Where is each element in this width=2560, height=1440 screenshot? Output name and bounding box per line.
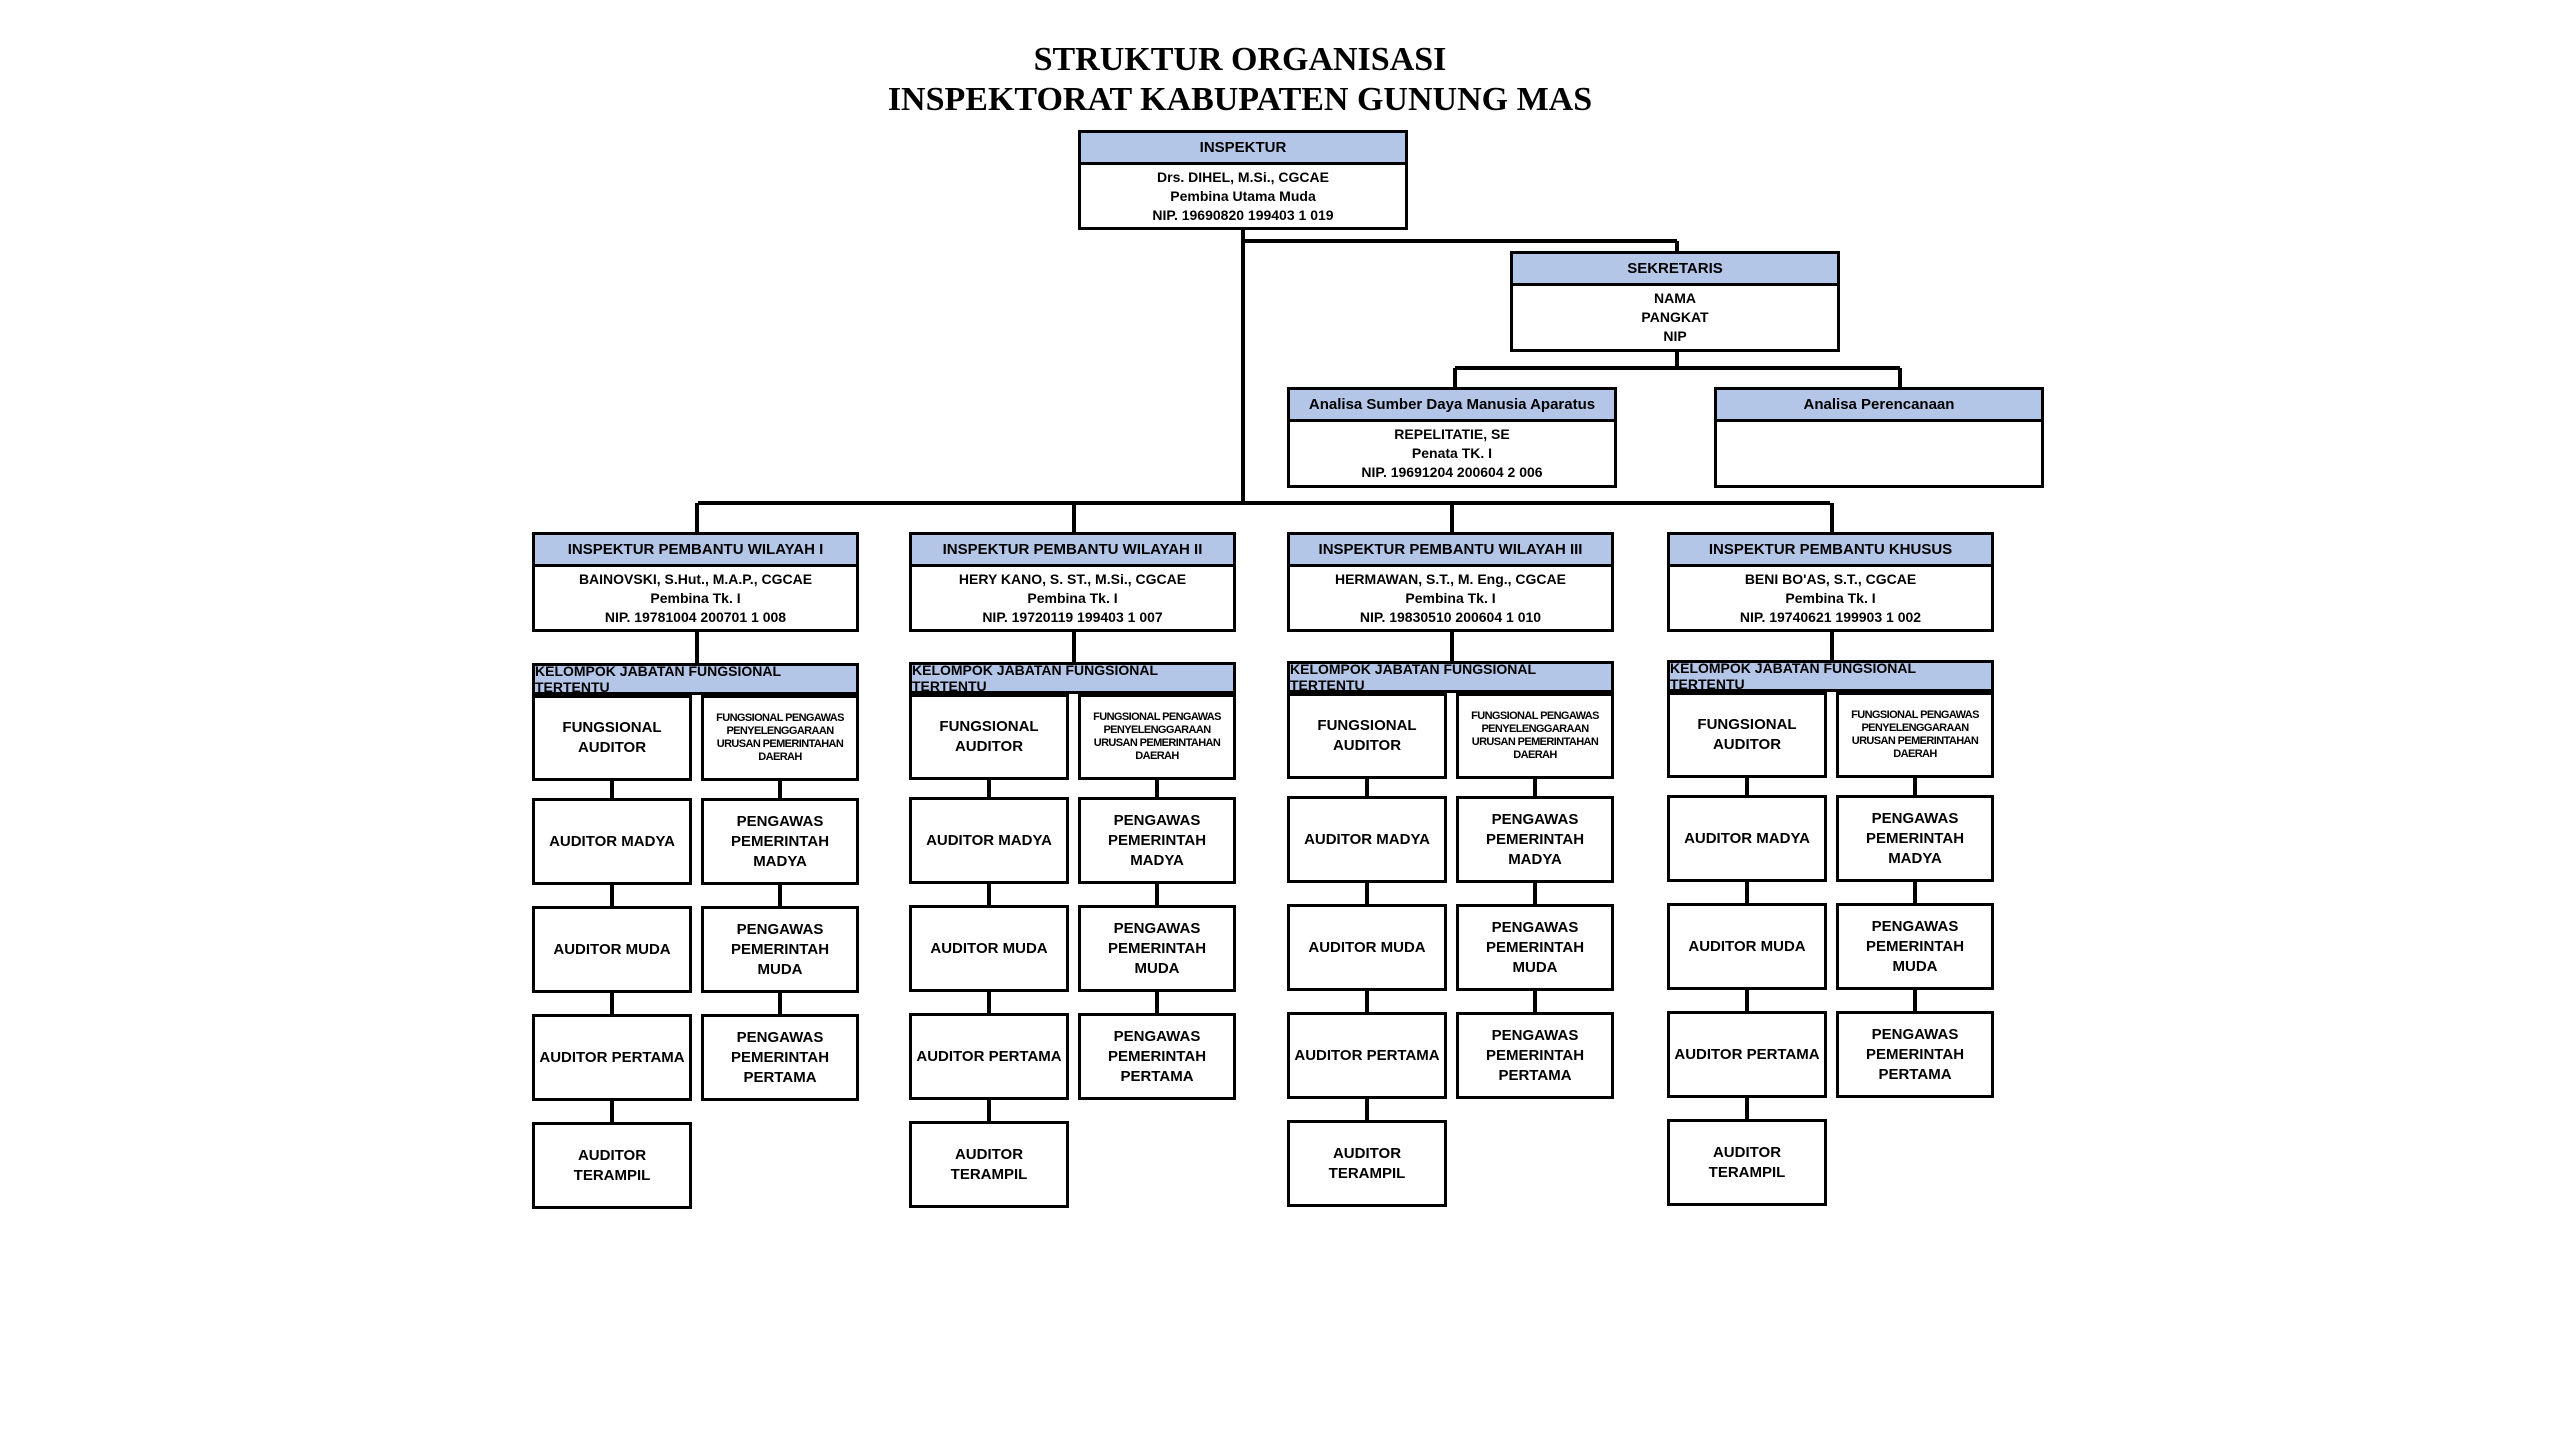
- chart-title-line1: STRUKTUR ORGANISASI: [1033, 41, 1447, 78]
- fungsional-auditor-cell: FUNGSIONAL AUDITOR: [909, 694, 1069, 780]
- inspektur-header: INSPEKTUR: [1081, 133, 1405, 165]
- auditor-rank-cell: AUDITOR TERAMPIL: [1287, 1120, 1447, 1207]
- auditor-rank-cell: AUDITOR MUDA: [909, 905, 1069, 992]
- auditor-rank-cell: AUDITOR PERTAMA: [909, 1013, 1069, 1100]
- analisa-sdm-nip: NIP. 19691204 200604 2 006: [1361, 464, 1543, 480]
- kelompok-header: KELOMPOK JABATAN FUNGSIONAL TERTENTU: [1287, 661, 1614, 693]
- fungsional-auditor-cell: FUNGSIONAL AUDITOR: [1667, 692, 1827, 778]
- pengawas-rank-cell: PENGAWAS PEMERINTAH MUDA: [701, 906, 859, 993]
- sekretaris-nip: NIP: [1663, 328, 1687, 344]
- auditor-rank-cell: AUDITOR TERAMPIL: [532, 1122, 692, 1209]
- analisa-sdm-box: Analisa Sumber Daya Manusia Aparatus REP…: [1287, 387, 1617, 488]
- inspektur-pembantu-name: HERY KANO, S. ST., M.Si., CGCAE: [958, 570, 1187, 587]
- chart-title-line2: INSPEKTORAT KABUPATEN GUNUNG MAS: [887, 81, 1593, 118]
- auditor-rank-cell: AUDITOR PERTAMA: [1667, 1011, 1827, 1098]
- inspektur-pembantu-body: HERY KANO, S. ST., M.Si., CGCAE Pembina T…: [912, 567, 1233, 629]
- auditor-rank-cell: AUDITOR MUDA: [532, 906, 692, 993]
- inspektur-pembantu-rank: Pembina Tk. I: [650, 589, 741, 606]
- auditor-rank-cell: AUDITOR MADYA: [909, 797, 1069, 884]
- auditor-rank-cell: AUDITOR MADYA: [532, 798, 692, 885]
- auditor-rank-cell: AUDITOR TERAMPIL: [909, 1121, 1069, 1208]
- auditor-rank-cell: AUDITOR MUDA: [1667, 903, 1827, 990]
- pengawas-rank-cell: PENGAWAS PEMERINTAH MUDA: [1456, 904, 1614, 991]
- fungsional-auditor-cell: FUNGSIONAL AUDITOR: [532, 695, 692, 781]
- inspektur-pembantu-nip: NIP. 19720119 199403 1 007: [982, 608, 1163, 625]
- pengawas-rank-cell: PENGAWAS PEMERINTAH MADYA: [701, 798, 859, 885]
- kelompok-header: KELOMPOK JABATAN FUNGSIONAL TERTENTU: [1667, 660, 1994, 692]
- pengawas-rank-cell: PENGAWAS PEMERINTAH MADYA: [1078, 797, 1236, 884]
- pengawas-rank-cell: PENGAWAS PEMERINTAH MUDA: [1078, 905, 1236, 992]
- pengawas-rank-cell: PENGAWAS PEMERINTAH MUDA: [1836, 903, 1994, 990]
- inspektur-nip: NIP. 19690820 199403 1 019: [1152, 206, 1334, 223]
- auditor-rank-cell: AUDITOR MUDA: [1287, 904, 1447, 991]
- analisa-perencanaan-box: Analisa Perencanaan: [1714, 387, 2044, 488]
- inspektur-pembantu-name: BENI BO'AS, S.T., CGCAE: [1744, 570, 1917, 587]
- inspektur-pembantu-body: BAINOVSKI, S.Hut., M.A.P., CGCAE Pembina …: [535, 567, 856, 629]
- pengawas-rank-cell: PENGAWAS PEMERINTAH MADYA: [1456, 796, 1614, 883]
- inspektur-pembantu-name: BAINOVSKI, S.Hut., M.A.P., CGCAE: [578, 570, 813, 587]
- inspektur-pembantu-header: INSPEKTUR PEMBANTU WILAYAH I: [535, 535, 856, 567]
- inspektur-pembantu-nip: NIP. 19830510 200604 1 010: [1359, 608, 1542, 625]
- inspektur-pembantu-body: BENI BO'AS, S.T., CGCAE Pembina Tk. I NIP.…: [1670, 567, 1991, 629]
- inspektur-pembantu-rank: Pembina Tk. I: [1785, 589, 1876, 606]
- auditor-rank-cell: AUDITOR PERTAMA: [1287, 1012, 1447, 1099]
- kelompok-header: KELOMPOK JABATAN FUNGSIONAL TERTENTU: [532, 663, 859, 695]
- fungsional-pengawas-cell: FUNGSIONAL PENGAWAS PENYELENGGARAAN URUS…: [701, 695, 859, 781]
- auditor-rank-cell: AUDITOR TERAMPIL: [1667, 1119, 1827, 1206]
- inspektur-pembantu-rank: Pembina Tk. I: [1405, 589, 1496, 606]
- pengawas-rank-cell: PENGAWAS PEMERINTAH PERTAMA: [1078, 1013, 1236, 1100]
- auditor-rank-cell: AUDITOR MADYA: [1287, 796, 1447, 883]
- analisa-sdm-header: Analisa Sumber Daya Manusia Aparatus: [1290, 390, 1614, 422]
- fungsional-pengawas-cell: FUNGSIONAL PENGAWAS PENYELENGGARAAN URUS…: [1456, 693, 1614, 779]
- sekretaris-rank: PANGKAT: [1641, 309, 1709, 325]
- analisa-perencanaan-header: Analisa Perencanaan: [1717, 390, 2041, 422]
- inspektur-rank: Pembina Utama Muda: [1170, 187, 1316, 204]
- fungsional-pengawas-cell: FUNGSIONAL PENGAWAS PENYELENGGARAAN URUS…: [1836, 692, 1994, 778]
- auditor-rank-cell: AUDITOR PERTAMA: [532, 1014, 692, 1101]
- inspektur-pembantu-rank: Pembina Tk. I: [1027, 589, 1118, 606]
- inspektur-pembantu-header: INSPEKTUR PEMBANTU KHUSUS: [1670, 535, 1991, 567]
- analisa-sdm-rank: Penata TK. I: [1411, 445, 1493, 461]
- pengawas-rank-cell: PENGAWAS PEMERINTAH PERTAMA: [701, 1014, 859, 1101]
- inspektur-pembantu-nip: NIP. 19740621 199903 1 002: [1739, 608, 1922, 625]
- inspektur-pembantu-name: HERMAWAN, S.T., M. Eng., CGCAE: [1334, 570, 1566, 587]
- kelompok-header: KELOMPOK JABATAN FUNGSIONAL TERTENTU: [909, 662, 1236, 694]
- sekretaris-box: SEKRETARIS NAMA PANGKAT NIP: [1510, 251, 1840, 352]
- auditor-rank-cell: AUDITOR MADYA: [1667, 795, 1827, 882]
- pengawas-rank-cell: PENGAWAS PEMERINTAH PERTAMA: [1456, 1012, 1614, 1099]
- inspektur-pembantu-header: INSPEKTUR PEMBANTU WILAYAH II: [912, 535, 1233, 567]
- analisa-sdm-name: REPELITATIE, SE: [1394, 426, 1510, 442]
- pengawas-rank-cell: PENGAWAS PEMERINTAH PERTAMA: [1836, 1011, 1994, 1098]
- inspektur-pembantu-header: INSPEKTUR PEMBANTU WILAYAH III: [1290, 535, 1611, 567]
- pengawas-rank-cell: PENGAWAS PEMERINTAH MADYA: [1836, 795, 1994, 882]
- inspektur-pembantu-nip: NIP. 19781004 200701 1 008: [604, 608, 787, 625]
- sekretaris-name: NAMA: [1654, 290, 1696, 306]
- inspektur-box: INSPEKTUR Drs. DIHEL, M.Si., CGCAE Pembi…: [1078, 130, 1408, 230]
- inspektur-pembantu-body: HERMAWAN, S.T., M. Eng., CGCAE Pembina Tk…: [1290, 567, 1611, 629]
- fungsional-pengawas-cell: FUNGSIONAL PENGAWAS PENYELENGGARAAN URUS…: [1078, 694, 1236, 780]
- inspektur-name: Drs. DIHEL, M.Si., CGCAE: [1157, 168, 1329, 185]
- sekretaris-header: SEKRETARIS: [1513, 254, 1837, 286]
- fungsional-auditor-cell: FUNGSIONAL AUDITOR: [1287, 693, 1447, 779]
